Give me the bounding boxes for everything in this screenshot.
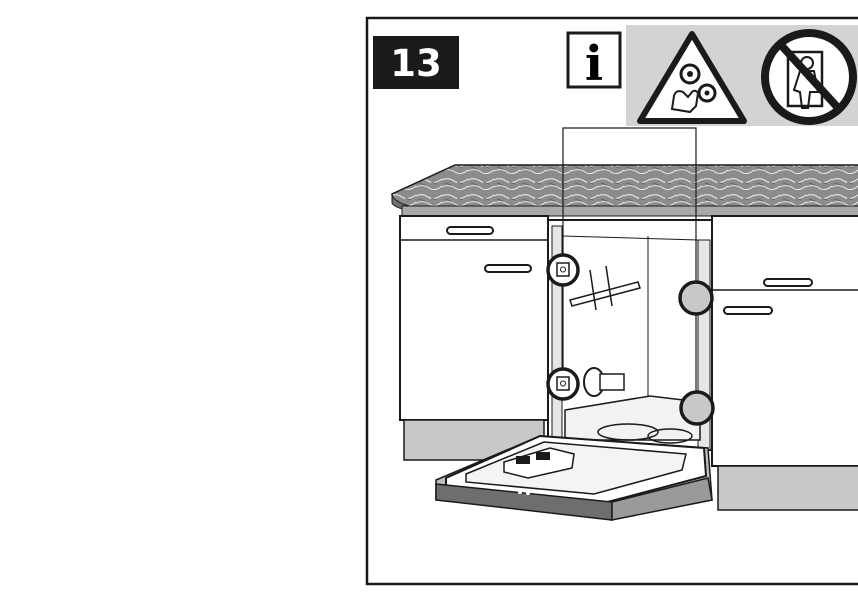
right-drawer-handle: [763, 278, 813, 287]
hand-gear-warning-icon: [637, 31, 747, 124]
step-number: 13: [390, 42, 442, 85]
info-glyph: i: [585, 36, 603, 92]
fixing-point-bottom-left: [546, 367, 580, 401]
left-door-handle: [484, 264, 532, 273]
right-plinth: [717, 465, 858, 511]
info-icon: i: [566, 31, 622, 92]
left-drawer-handle: [446, 226, 494, 235]
fixing-point-top-right: [678, 280, 714, 316]
countertop: [391, 164, 858, 217]
no-climbing-on-door-icon: [761, 29, 857, 125]
left-cabinet: [399, 215, 549, 461]
fixing-point-top-left: [546, 253, 580, 287]
fixing-point-bottom-right: [679, 390, 715, 426]
right-cabinet: [711, 215, 858, 511]
step-number-badge: 13: [373, 36, 459, 89]
right-door-handle: [723, 306, 773, 315]
dishwasher-door: [435, 434, 713, 521]
callout-lines: [562, 127, 697, 391]
